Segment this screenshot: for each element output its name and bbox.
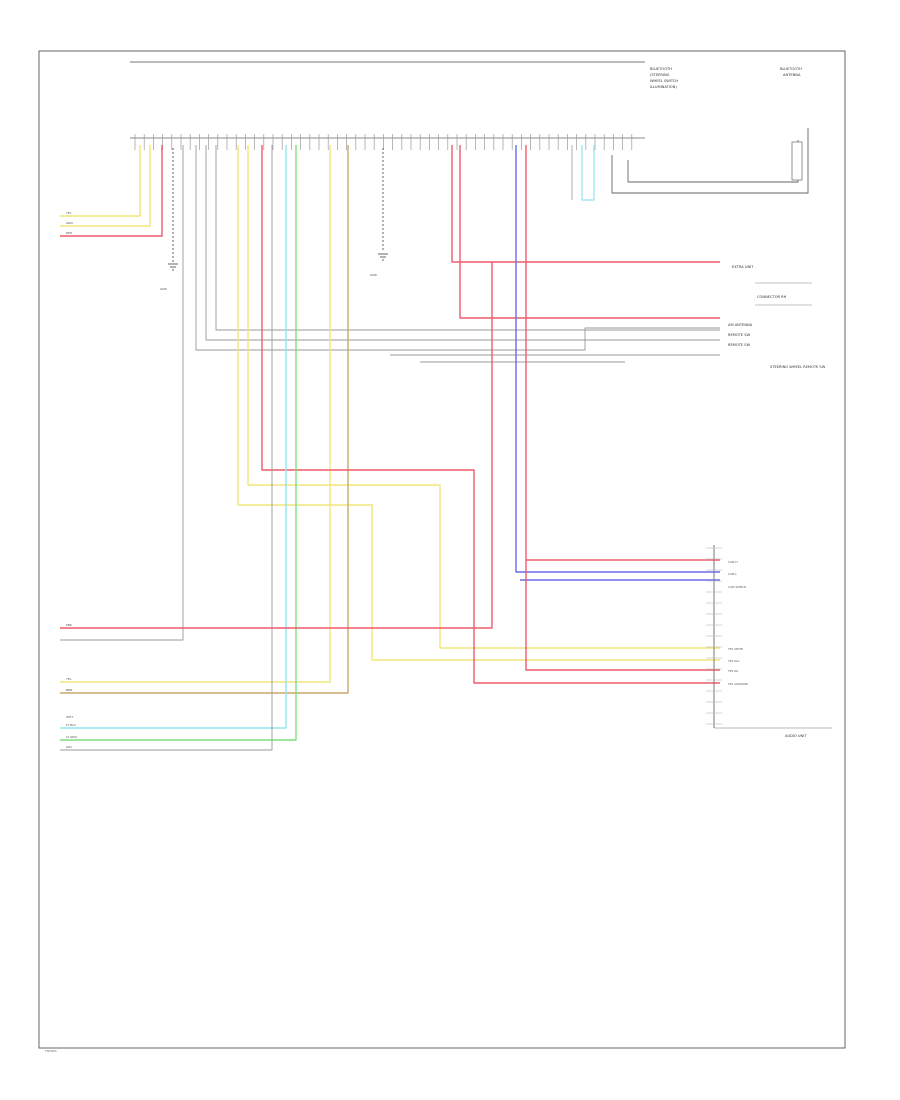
left-wire-label: WHT <box>66 715 73 719</box>
wire-yellow-left-2 <box>60 145 151 227</box>
diagram-frame <box>38 50 846 1049</box>
wire-red-extra-1 <box>451 145 720 263</box>
svg-text:WHEEL SWITCH: WHEEL SWITCH <box>650 79 678 83</box>
wire-gray-4 <box>215 145 720 331</box>
wire-yellow-left-1 <box>60 145 141 217</box>
bluetooth-antenna-label: BLUETOOTH ANTENNA <box>780 67 802 77</box>
left-wire-label: GRN <box>66 221 73 225</box>
audio-pin-label: CAN SHIELD <box>728 585 747 589</box>
am-antenna-label: AM ANTENNA <box>728 323 753 327</box>
svg-text:ANTENNA: ANTENNA <box>783 73 801 77</box>
audio-unit-connector: AUDIO UNIT CAN H CAN L CAN SHIELD TEL MU… <box>713 545 832 738</box>
left-wire-label: PNK <box>66 623 73 627</box>
wire-yellow-down-2 <box>247 145 720 649</box>
wire-tan-down <box>60 145 349 694</box>
wire-bt-cyan <box>581 145 595 201</box>
wire-red-left-1 <box>60 145 163 237</box>
wire-red-can <box>525 145 720 561</box>
wire-red-extra-2 <box>459 145 720 319</box>
wire-pink-left <box>60 262 493 629</box>
audio-pin-label: TEL GROUND <box>727 682 749 686</box>
audio-pin-label: TEL IN+ <box>727 659 740 663</box>
left-wire-label: BRN <box>66 688 72 692</box>
left-wire-label: YEL <box>66 211 72 215</box>
ground-label-left: GND <box>160 287 168 291</box>
svg-text:ILLUMINATION): ILLUMINATION) <box>650 85 677 89</box>
left-wire-labels: YEL GRN RED PNK YEL BRN WHT LT BLU LT GR… <box>66 211 77 749</box>
wire-gray-2 <box>195 145 720 351</box>
left-wire-label: RED <box>66 231 73 235</box>
wire-green-down <box>60 145 297 741</box>
wire-yellow-down-1 <box>237 145 720 661</box>
wire-cyan-down <box>60 145 287 729</box>
steering-remote-label: STEERING WHEEL REMOTE SW <box>770 365 826 369</box>
audio-pin-label: CAN H <box>728 560 738 564</box>
page-reference: TOYOTA <box>44 1049 58 1053</box>
remote-sw-label-2: REMOTE SW <box>728 343 751 347</box>
wire-gray-1 <box>60 145 184 641</box>
audio-pin-label: TEL MUTE <box>727 647 743 651</box>
wire-blue-can-1 <box>515 145 720 573</box>
wire-harness <box>60 145 720 751</box>
ground-symbol-left <box>168 148 178 271</box>
wire-yellow-down-3 <box>60 145 331 683</box>
bluetooth-antenna-connector <box>611 128 809 194</box>
audio-unit-pins <box>706 547 722 725</box>
connector-pins <box>134 134 633 150</box>
ground-symbol-center <box>378 148 388 261</box>
left-wire-label: YEL <box>66 677 72 681</box>
bluetooth-switch-label: BLUETOOTH (STEERING WHEEL SWITCH ILLUMIN… <box>650 67 678 89</box>
right-component-labels: EXTRA UNIT CONNECTOR RH AM ANTENNA REMOT… <box>728 265 826 369</box>
svg-text:BLUETOOTH: BLUETOOTH <box>650 67 672 71</box>
audio-unit-label: AUDIO UNIT <box>785 734 807 738</box>
left-wire-label: LT BLU <box>66 723 76 727</box>
audio-pin-label: TEL IN- <box>727 669 739 673</box>
remote-sw-label-1: REMOTE SW <box>728 333 751 337</box>
ground-label-center: GND <box>370 273 378 277</box>
audio-pin-label: CAN L <box>728 572 737 576</box>
left-wire-label: GRY <box>66 745 72 749</box>
svg-text:BLUETOOTH: BLUETOOTH <box>780 67 802 71</box>
wire-red-down-1 <box>261 145 720 684</box>
wire-red-audio-2 <box>525 560 720 671</box>
wire-gray-left-low <box>60 145 273 751</box>
connector-rh-label: CONNECTOR RH <box>757 295 787 299</box>
wire-gray-3 <box>205 145 720 341</box>
left-wire-label: LT GRN <box>66 735 77 739</box>
svg-text:(STEERING: (STEERING <box>650 73 670 77</box>
extra-unit-label: EXTRA UNIT <box>732 265 754 269</box>
